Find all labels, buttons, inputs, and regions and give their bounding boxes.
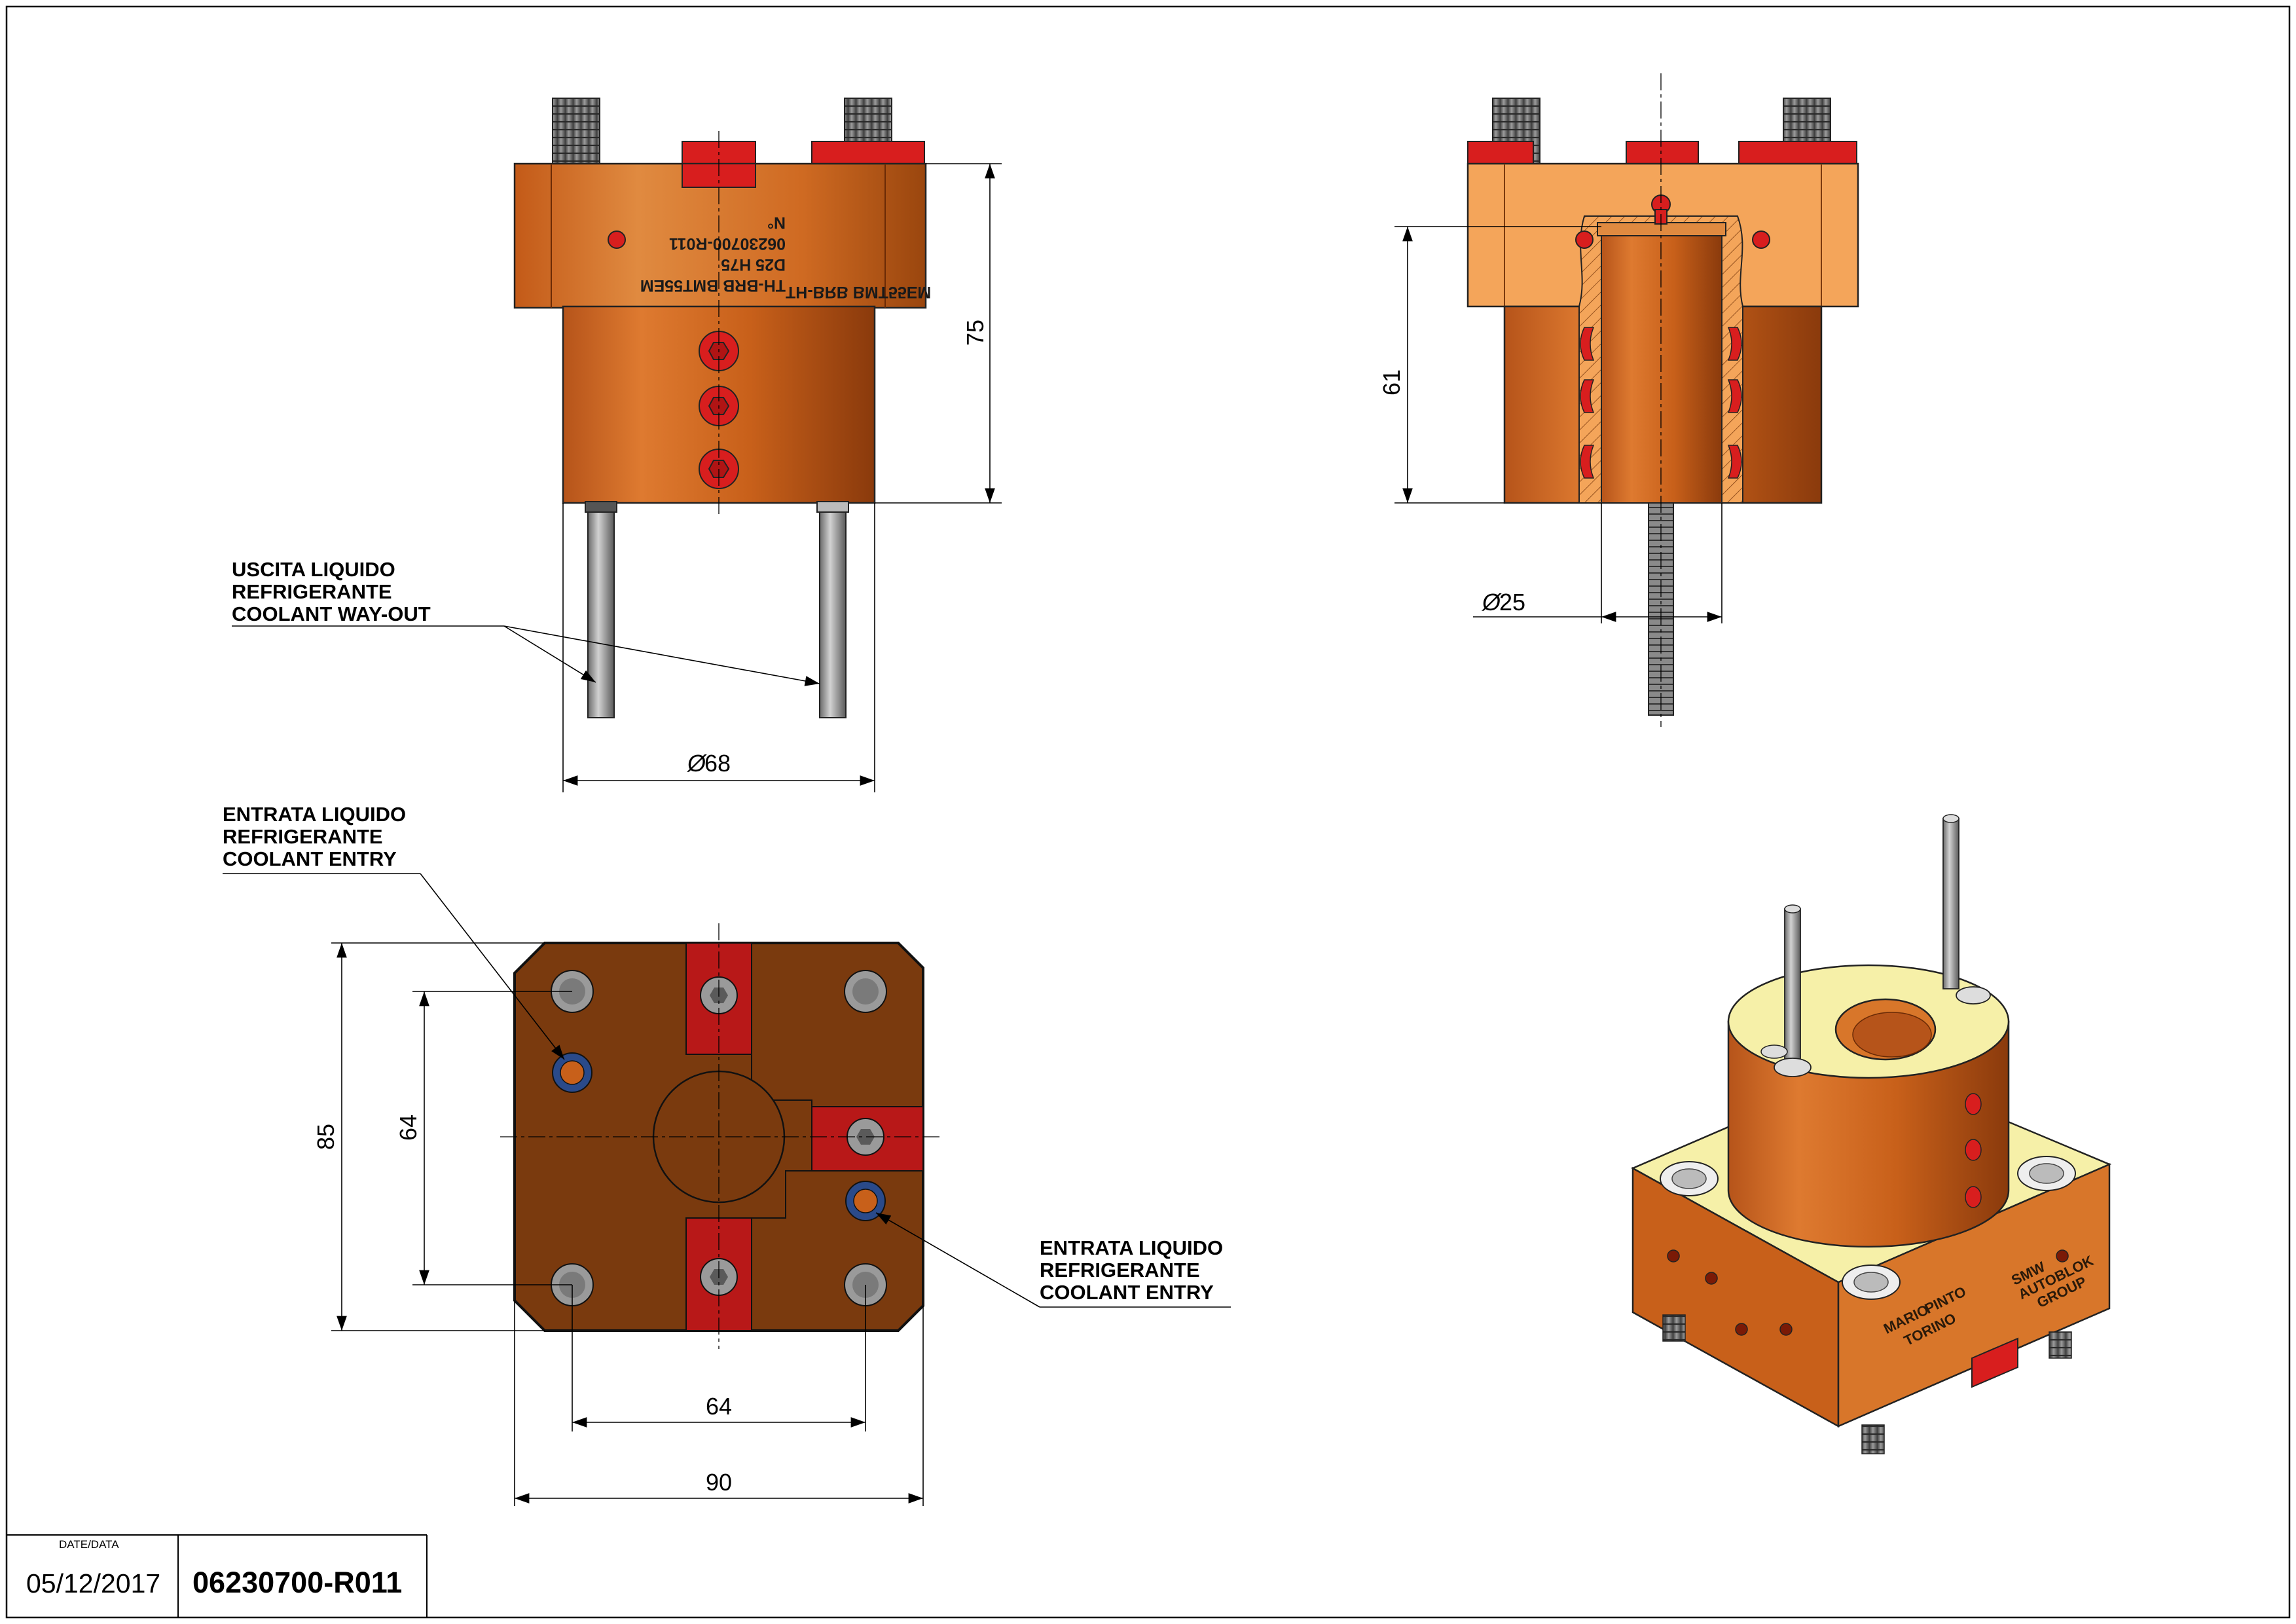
note-coolant-entry1-line3: COOLANT ENTRY <box>223 847 397 870</box>
iso-cylinder-body <box>1727 1020 2010 1248</box>
note-coolant-entry2-line2: REFRIGERANTE <box>1040 1259 1200 1282</box>
engraving-line-part: TH-BRB BMT55EM <box>640 276 786 295</box>
bottom-coolant-port-left <box>552 1052 592 1093</box>
dim-section-bore: 25 <box>1499 589 1525 616</box>
section-plunger <box>1601 226 1722 504</box>
dim-front-diameter-symbol: Ø <box>687 750 707 777</box>
dim-section-bore-symbol: Ø <box>1482 589 1502 616</box>
iso-view: MARIO PINTO TORINO SMW AUTOBLOK GROUP <box>1631 814 2112 1454</box>
iso-pin-right <box>1942 818 1959 989</box>
bottom-view: 85 64 64 90 ENTRATA LIQUIDO REFRIGERANTE… <box>223 803 1231 1506</box>
note-coolant-entry1-line2: REFRIGERANTE <box>223 825 383 848</box>
section-orings <box>1580 327 1742 479</box>
engraving-line-code: 06230700-R011 <box>669 234 786 253</box>
iso-red-key <box>1971 1337 2018 1388</box>
front-red-key-right <box>811 141 925 166</box>
iso-pin-left <box>1784 908 1801 1060</box>
note-coolant-entry2-line3: COOLANT ENTRY <box>1040 1281 1214 1304</box>
dim-front-diameter: 68 <box>704 750 731 777</box>
front-engraving: TH-BRB BMT55EM <box>786 283 931 301</box>
engraving-line-dia: D25 H75 <box>721 255 786 274</box>
sheet-border <box>5 5 2291 1619</box>
iso-side-holes <box>1667 1249 2069 1336</box>
front-red-marker <box>608 231 626 249</box>
section-red-marker-left <box>1575 231 1594 249</box>
engraving-block: TH-BRB BMT55EM D25 H75 06230700-R011 N° <box>640 213 786 295</box>
dim-front-height: 75 <box>962 320 989 346</box>
note-coolant-out-line3: COOLANT WAY-OUT <box>232 602 431 625</box>
dim-bottom-width-inner: 64 <box>706 1393 732 1420</box>
title-block-date: 05/12/2017 <box>26 1568 160 1598</box>
title-block-date-label: DATE/DATA <box>59 1538 119 1551</box>
note-coolant-out-line2: REFRIGERANTE <box>232 580 392 603</box>
dim-bottom-width-outer: 90 <box>706 1469 732 1496</box>
note-coolant-entry2-line1: ENTRATA LIQUIDO <box>1040 1236 1223 1259</box>
dim-bottom-height-inner: 64 <box>395 1115 422 1141</box>
title-block: DATE/DATA 05/12/2017 06230700-R011 <box>7 1534 428 1617</box>
iso-top-bolts <box>1660 1156 2076 1300</box>
engraving-line-1: TH-BRB BMT55EM <box>786 283 931 301</box>
section-view: 61 Ø 25 <box>1378 73 1859 727</box>
engraving-line-serial: N° <box>767 213 786 232</box>
note-coolant-out-line1: USCITA LIQUIDO <box>232 558 395 581</box>
dim-bottom-height-outer: 85 <box>312 1124 339 1150</box>
dim-section-height: 61 <box>1378 369 1405 396</box>
front-view: TH-BRB BMT55EM TH-BRB BMT55EM D25 H75 06… <box>232 98 1002 792</box>
title-block-drawing-number: 06230700-R011 <box>192 1566 402 1599</box>
front-pin-right <box>819 501 847 718</box>
section-red-marker-right <box>1752 231 1770 249</box>
bottom-key-screw-right <box>847 1118 884 1156</box>
front-pin-left <box>587 501 615 718</box>
note-coolant-entry1-line1: ENTRATA LIQUIDO <box>223 803 406 826</box>
iso-cylinder-holes <box>1965 1093 1982 1208</box>
front-bolt-left <box>552 98 600 166</box>
bottom-coolant-port-right <box>845 1181 886 1221</box>
